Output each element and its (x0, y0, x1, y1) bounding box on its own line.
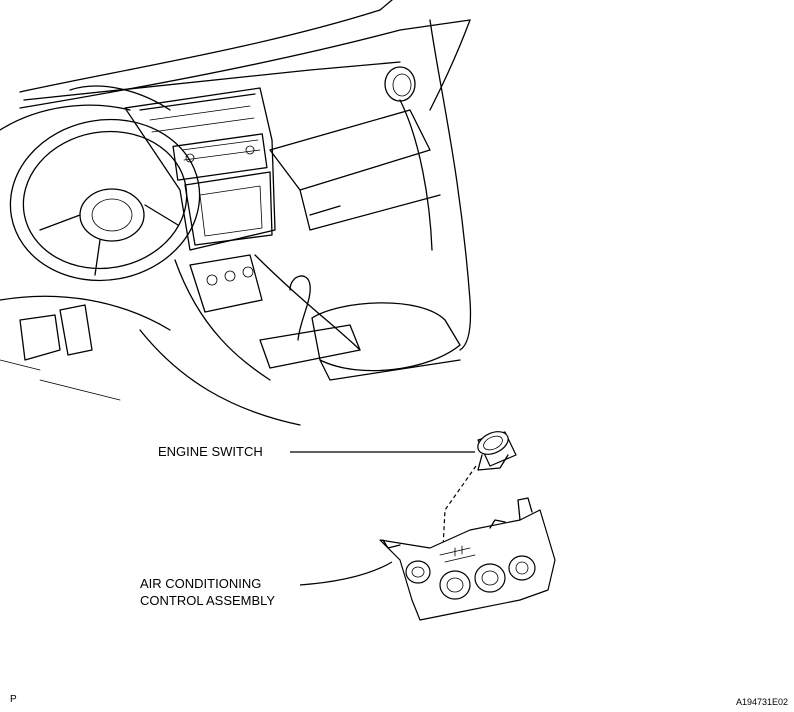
engine-switch-part (477, 431, 517, 471)
ac-control-label-line2: CONTROL ASSEMBLY (140, 593, 276, 608)
assembly-guide-line (442, 465, 477, 549)
dashboard-illustration (0, 0, 472, 426)
ac-control-leader (299, 561, 393, 586)
figure-id: A194731E02 (735, 697, 788, 707)
ac-control-label-line1: AIR CONDITIONING (140, 576, 262, 591)
ac-control-assembly-part (379, 497, 556, 621)
footer-left-code: P (10, 694, 17, 705)
engine-switch-label: ENGINE SWITCH (158, 444, 263, 459)
